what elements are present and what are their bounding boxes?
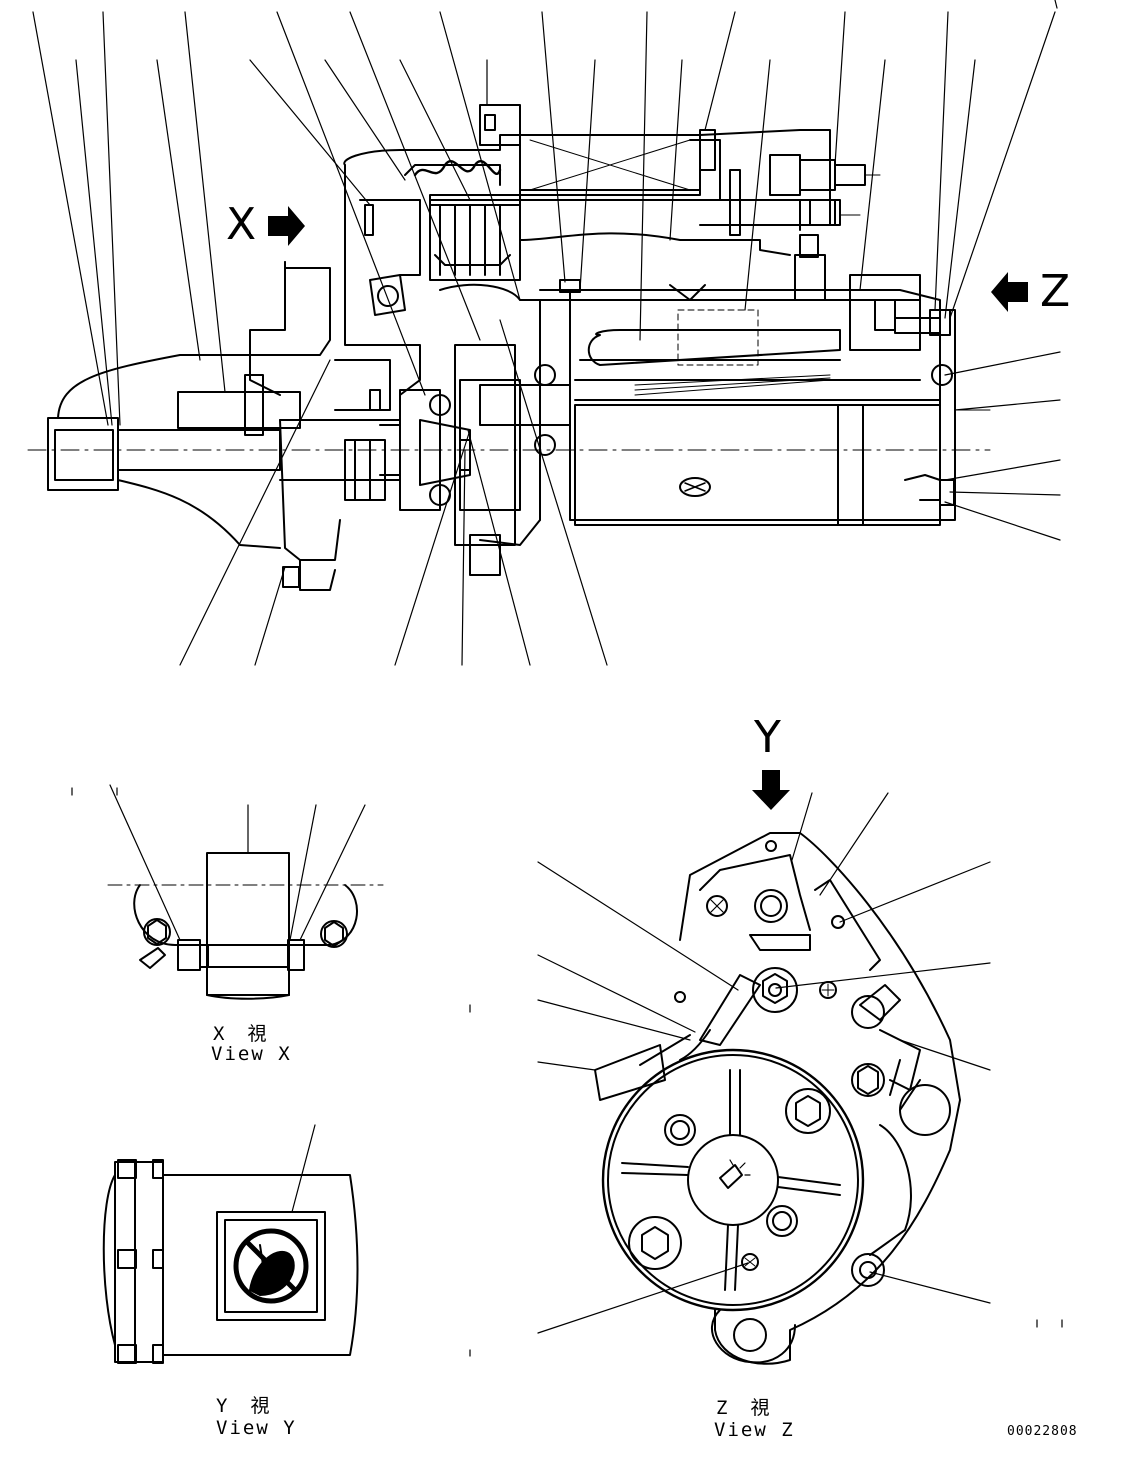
view-x-caption-jp: X 視: [213, 1023, 269, 1045]
view-x-drawing: [71, 784, 384, 1000]
view-x-caption-en: View X: [211, 1043, 292, 1065]
view-arrows: [268, 206, 1028, 810]
view-x-letter: X: [226, 199, 257, 250]
view-y-caption-jp: Y 視: [216, 1395, 272, 1417]
view-z-caption-jp: Z 視: [716, 1397, 772, 1419]
view-y-arrow-icon: [752, 770, 790, 810]
view-z-letter: Z: [1040, 266, 1071, 317]
view-z-arrow-icon: [991, 272, 1028, 312]
view-y-caption-en: View Y: [216, 1417, 297, 1439]
document-id: 00022808: [1007, 1424, 1078, 1439]
leader-lines-main: [32, 0, 1061, 666]
view-x-arrow-icon: [268, 206, 305, 246]
view-y-drawing: [102, 1124, 359, 1364]
view-z-caption-en: View Z: [714, 1419, 795, 1441]
main-section-view: [27, 104, 991, 591]
view-z-drawing: [469, 792, 1063, 1365]
view-y-letter: Y: [754, 712, 781, 763]
